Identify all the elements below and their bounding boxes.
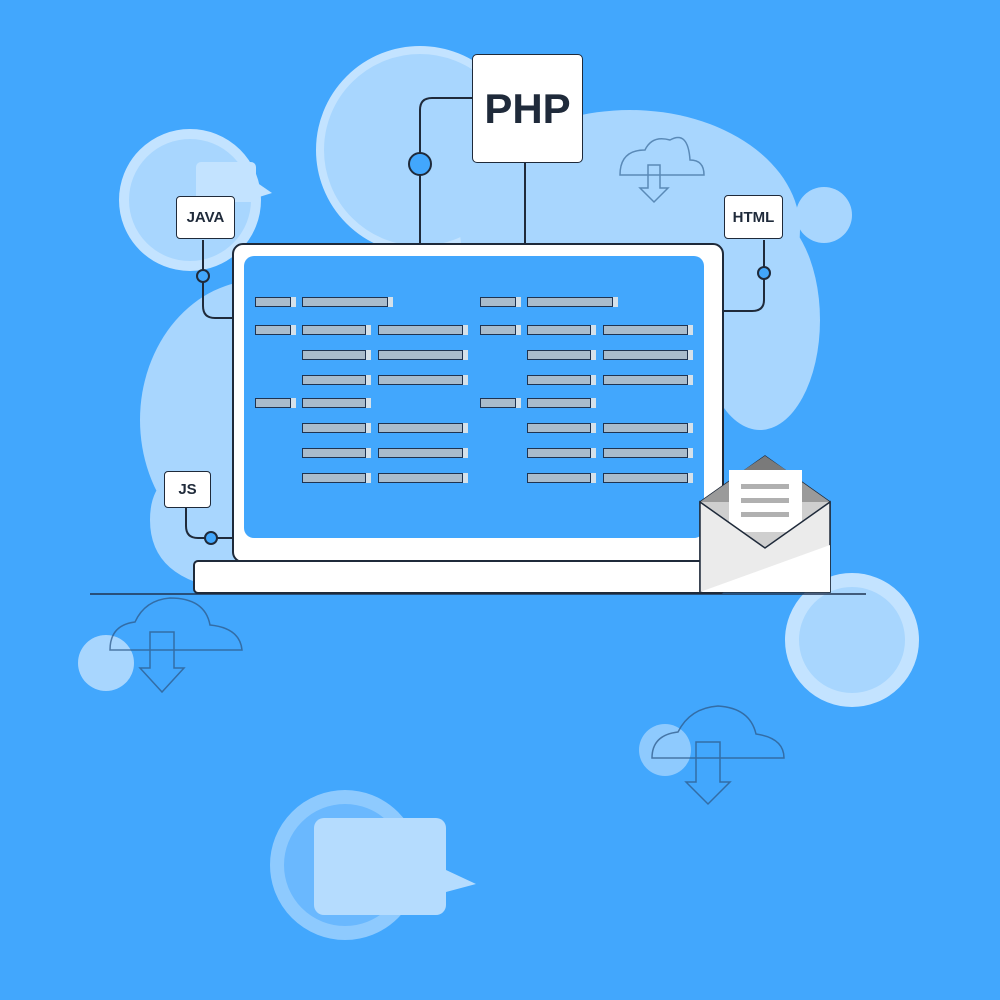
code-line-bar xyxy=(255,398,291,408)
connector-node xyxy=(204,531,218,545)
connector-lines xyxy=(185,97,765,539)
code-line-bar xyxy=(378,350,463,360)
cloud-download-icon xyxy=(619,136,705,204)
code-line-bar xyxy=(378,325,463,335)
js-tag: JS xyxy=(164,471,211,508)
code-line-bar xyxy=(255,325,291,335)
code-line-bar xyxy=(302,325,366,335)
html-tag: HTML xyxy=(724,195,783,239)
code-line-bar xyxy=(480,398,516,408)
chat-bubble-icon xyxy=(196,162,272,202)
code-line-bar xyxy=(302,297,388,307)
chat-bubble-icon xyxy=(314,818,476,915)
code-line-bar xyxy=(603,375,688,385)
code-line-bar xyxy=(603,325,688,335)
code-line-bar xyxy=(378,423,463,433)
code-line-bar xyxy=(302,398,366,408)
code-line-bar xyxy=(302,375,366,385)
code-line-bar xyxy=(302,423,366,433)
code-line-bar xyxy=(527,297,613,307)
decor-circle xyxy=(796,187,852,243)
connector-node xyxy=(757,266,771,280)
decor-circle xyxy=(785,573,919,707)
decor-circle xyxy=(78,635,134,691)
php-tag: PHP xyxy=(472,54,583,163)
connector-node xyxy=(196,269,210,283)
code-line-bar xyxy=(527,325,591,335)
code-line-bar xyxy=(603,423,688,433)
code-line-bar xyxy=(527,423,591,433)
laptop-screen xyxy=(244,256,704,538)
document-icon xyxy=(729,470,802,532)
code-line-bar xyxy=(302,350,366,360)
code-line-bar xyxy=(603,350,688,360)
code-line-bar xyxy=(603,473,688,483)
code-line-bar xyxy=(378,473,463,483)
code-line-bar xyxy=(527,448,591,458)
connector-node xyxy=(408,152,432,176)
code-line-bar xyxy=(378,448,463,458)
code-line-bar xyxy=(302,448,366,458)
code-line-bar xyxy=(527,350,591,360)
decor-circle xyxy=(639,724,691,776)
cloud-download-icon xyxy=(109,597,243,694)
cloud-download-icon xyxy=(651,705,785,806)
code-line-bar xyxy=(302,473,366,483)
code-line-bar xyxy=(603,448,688,458)
code-line-bar xyxy=(480,325,516,335)
code-line-bar xyxy=(527,375,591,385)
code-line-bar xyxy=(480,297,516,307)
code-line-bar xyxy=(527,473,591,483)
code-line-bar xyxy=(527,398,591,408)
code-line-bar xyxy=(378,375,463,385)
code-line-bar xyxy=(255,297,291,307)
java-tag: JAVA xyxy=(176,196,235,239)
